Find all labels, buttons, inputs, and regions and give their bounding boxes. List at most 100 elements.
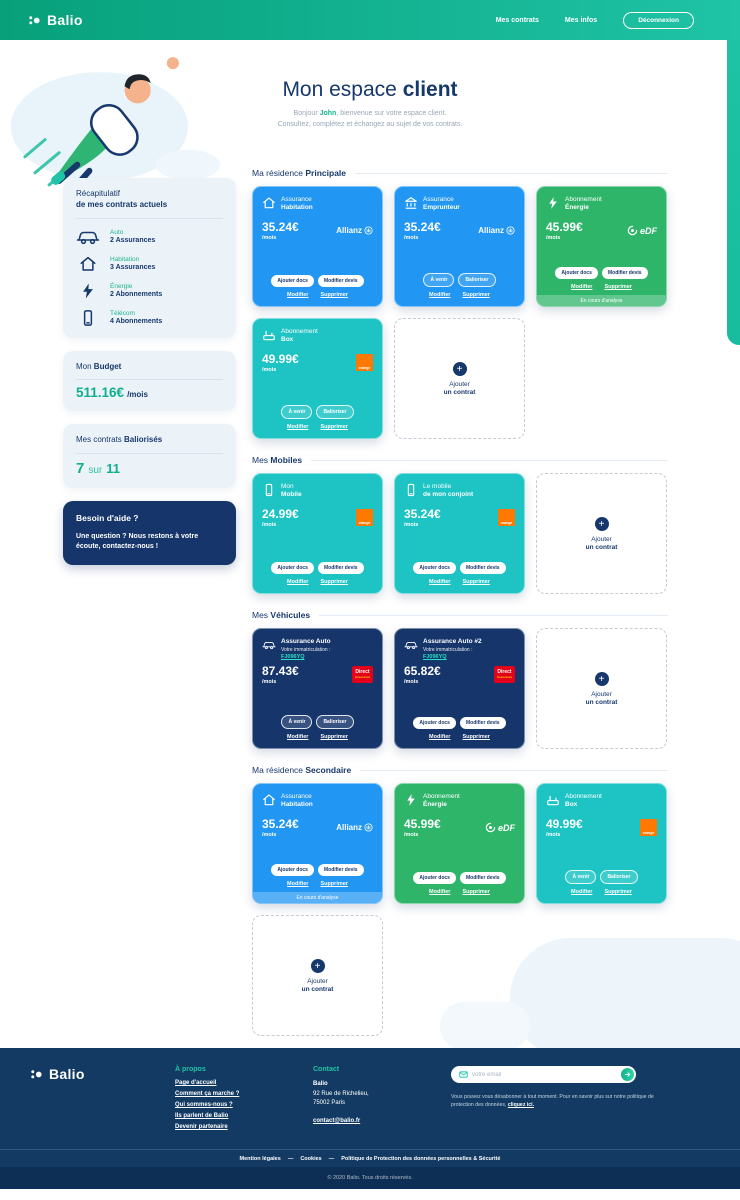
add-docs-button[interactable]: Ajouter docs bbox=[413, 562, 456, 574]
data-protection-link[interactable]: Politique de Protection des données pers… bbox=[341, 1155, 501, 1162]
modify-quote-button[interactable]: Modifier devis bbox=[459, 562, 506, 574]
upcoming-button[interactable]: À venir bbox=[281, 715, 313, 729]
footer-link-press[interactable]: Ils parlent de Balio bbox=[175, 1113, 229, 1119]
delete-link[interactable]: Supprimer bbox=[462, 579, 490, 585]
delete-link[interactable]: Supprimer bbox=[604, 284, 632, 290]
footer-copyright-bar: © 2020 Balio. Tous droits réservés. bbox=[0, 1167, 740, 1189]
car-icon bbox=[262, 638, 276, 652]
add-docs-button[interactable]: Ajouter docs bbox=[271, 864, 314, 876]
baliorise-button[interactable]: Balioriser bbox=[316, 405, 354, 419]
house-icon bbox=[262, 793, 276, 807]
modify-quote-button[interactable]: Modifier devis bbox=[459, 717, 506, 729]
house-icon bbox=[262, 196, 276, 210]
modify-link[interactable]: Modifier bbox=[571, 284, 593, 290]
delete-link[interactable]: Supprimer bbox=[462, 889, 490, 895]
modify-quote-button[interactable]: Modifier devis bbox=[601, 267, 648, 279]
nav-mes-infos[interactable]: Mes infos bbox=[564, 16, 598, 24]
modify-quote-button[interactable]: Modifier devis bbox=[317, 864, 364, 876]
mobile-icon bbox=[262, 483, 276, 497]
contact-email-link[interactable]: contact@balio.fr bbox=[313, 1117, 361, 1124]
balio-logo[interactable]: Balio bbox=[28, 12, 83, 28]
add-contract-card[interactable]: + Ajouter un contrat bbox=[252, 915, 383, 1036]
delete-link[interactable]: Supprimer bbox=[320, 734, 348, 740]
balio-logo-icon bbox=[30, 1068, 43, 1081]
data-policy-link[interactable]: cliquez ici. bbox=[507, 1102, 535, 1109]
allianz-logo: Allianz bbox=[336, 226, 373, 235]
legal-mentions-link[interactable]: Mention légales bbox=[239, 1155, 281, 1162]
delete-link[interactable]: Supprimer bbox=[320, 292, 348, 298]
add-docs-button[interactable]: Ajouter docs bbox=[271, 562, 314, 574]
footer-balio-logo[interactable]: Balio bbox=[30, 1066, 85, 1082]
baliorised-title: Mes contrats Baliorisés bbox=[76, 434, 163, 444]
modify-link[interactable]: Modifier bbox=[429, 292, 451, 298]
modify-link[interactable]: Modifier bbox=[287, 424, 309, 430]
footer-about-column: À propos Page d'accueil Comment ça march… bbox=[175, 1066, 293, 1135]
baliorise-button[interactable]: Balioriser bbox=[316, 715, 354, 729]
modify-quote-button[interactable]: Modifier devis bbox=[459, 872, 506, 884]
contract-card-assurance-auto: Assurance Auto Votre immatriculation : F… bbox=[252, 628, 383, 749]
modify-quote-button[interactable]: Modifier devis bbox=[317, 275, 364, 287]
delete-link[interactable]: Supprimer bbox=[604, 889, 632, 895]
modify-link[interactable]: Modifier bbox=[571, 889, 593, 895]
price-amount: 65.82€ bbox=[404, 663, 441, 678]
upcoming-button[interactable]: À venir bbox=[281, 405, 313, 419]
modify-link[interactable]: Modifier bbox=[429, 734, 451, 740]
logout-button[interactable]: Déconnexion bbox=[623, 11, 694, 29]
modify-link[interactable]: Modifier bbox=[429, 579, 451, 585]
section-heading: Ma résidence Principale bbox=[252, 168, 347, 178]
add-contract-card[interactable]: + Ajouter un contrat bbox=[394, 318, 525, 439]
cookies-link[interactable]: Cookies bbox=[300, 1155, 322, 1162]
footer-link-home[interactable]: Page d'accueil bbox=[175, 1080, 217, 1086]
delete-link[interactable]: Supprimer bbox=[320, 881, 348, 887]
registration-plate-link[interactable]: FJ096YQ bbox=[423, 653, 447, 660]
delete-link[interactable]: Supprimer bbox=[462, 734, 490, 740]
bank-icon bbox=[404, 196, 418, 210]
baliorise-button[interactable]: Balioriser bbox=[458, 273, 496, 287]
modify-link[interactable]: Modifier bbox=[287, 734, 309, 740]
add-docs-button[interactable]: Ajouter docs bbox=[555, 267, 598, 279]
add-contract-card[interactable]: + Ajouter un contrat bbox=[536, 473, 667, 594]
footer-link-partner[interactable]: Devenir partenaire bbox=[175, 1124, 228, 1130]
modify-link[interactable]: Modifier bbox=[287, 292, 309, 298]
upcoming-button[interactable]: À venir bbox=[423, 273, 455, 287]
allianz-logo: Allianz bbox=[336, 823, 373, 832]
modify-link[interactable]: Modifier bbox=[287, 579, 309, 585]
plus-icon: + bbox=[594, 517, 609, 531]
budget-title: Mon Budget bbox=[76, 361, 122, 371]
price-amount: 49.99€ bbox=[262, 351, 299, 366]
registration-plate-link[interactable]: FJ096YQ bbox=[281, 653, 305, 660]
add-contract-card[interactable]: + Ajouter un contrat bbox=[536, 628, 667, 749]
footer-link-who-we-are[interactable]: Qui sommes-nous ? bbox=[175, 1102, 233, 1108]
price-amount: 35.24€ bbox=[262, 816, 299, 831]
delete-link[interactable]: Supprimer bbox=[462, 292, 490, 298]
upcoming-button[interactable]: À venir bbox=[565, 870, 597, 884]
page-title: Mon espace client bbox=[282, 78, 458, 101]
modify-quote-button[interactable]: Modifier devis bbox=[317, 562, 364, 574]
nav-mes-contrats[interactable]: Mes contrats bbox=[495, 16, 539, 24]
newsletter-email-input[interactable] bbox=[472, 1071, 621, 1078]
add-docs-button[interactable]: Ajouter docs bbox=[413, 872, 456, 884]
baliorise-button[interactable]: Balioriser bbox=[600, 870, 638, 884]
footer-link-how-it-works[interactable]: Comment ça marche ? bbox=[175, 1091, 240, 1097]
header-nav: Mes contrats Mes infos bbox=[496, 17, 597, 24]
house-icon bbox=[76, 255, 100, 273]
heading-rule bbox=[319, 614, 668, 616]
newsletter-submit-button[interactable] bbox=[621, 1068, 634, 1081]
delete-link[interactable]: Supprimer bbox=[320, 579, 348, 585]
add-docs-button[interactable]: Ajouter docs bbox=[413, 717, 456, 729]
router-icon bbox=[262, 328, 276, 342]
car-icon bbox=[76, 228, 100, 246]
budget-amount: 511.16€/mois bbox=[76, 385, 148, 401]
add-docs-button[interactable]: Ajouter docs bbox=[271, 275, 314, 287]
modify-link[interactable]: Modifier bbox=[429, 889, 451, 895]
modify-link[interactable]: Modifier bbox=[287, 881, 309, 887]
delete-link[interactable]: Supprimer bbox=[320, 424, 348, 430]
